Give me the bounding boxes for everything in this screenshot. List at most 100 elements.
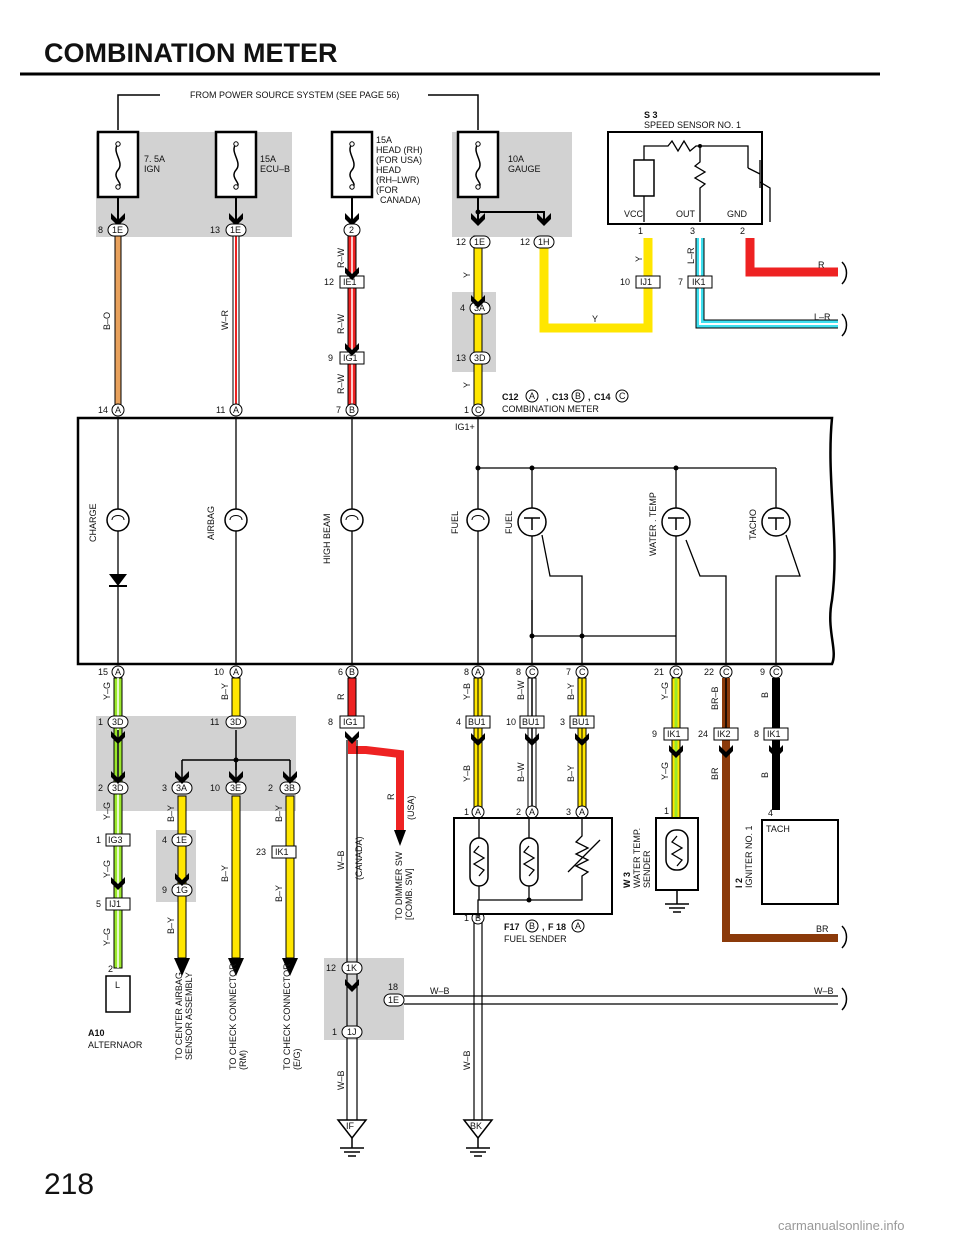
speed-sensor-name: SPEED SENSOR NO. 1 bbox=[644, 120, 741, 130]
svg-text:C: C bbox=[723, 667, 730, 677]
svg-text:BU1: BU1 bbox=[468, 717, 486, 727]
wire-label: L–R bbox=[686, 247, 696, 264]
svg-text:Y–G: Y–G bbox=[102, 802, 112, 820]
svg-text:F17: F17 bbox=[504, 922, 520, 932]
svg-text:7: 7 bbox=[566, 667, 571, 677]
water-temp-l1: WATER TEMP. bbox=[632, 828, 642, 888]
wire-l-r bbox=[699, 238, 838, 325]
svg-text:IG3: IG3 bbox=[108, 835, 123, 845]
sensor-gnd: GND bbox=[727, 209, 748, 219]
svg-text:2: 2 bbox=[268, 783, 273, 793]
svg-text:B–Y: B–Y bbox=[566, 765, 576, 782]
wire-label: R–W bbox=[336, 373, 346, 394]
ground-if: IF bbox=[336, 1119, 368, 1157]
svg-text:8: 8 bbox=[98, 225, 103, 235]
svg-text:22: 22 bbox=[704, 667, 714, 677]
svg-text:,: , bbox=[542, 922, 545, 932]
svg-text:B–Y: B–Y bbox=[220, 865, 230, 882]
svg-text:B: B bbox=[349, 405, 355, 415]
gauge-label: CHARGE bbox=[88, 503, 98, 542]
svg-text:11: 11 bbox=[216, 405, 225, 415]
fuse-ecu-b bbox=[214, 130, 258, 199]
shaded-junction-block bbox=[96, 716, 296, 811]
fuse-head-l1: HEAD (RH) bbox=[376, 145, 423, 155]
svg-text:Y–G: Y–G bbox=[660, 762, 670, 780]
svg-text:18: 18 bbox=[388, 982, 398, 992]
svg-text:(USA): (USA) bbox=[406, 795, 416, 820]
meter-bottom-pins: A15 A10 B6 A8 C8 C7 C21 C22 C9 bbox=[98, 665, 783, 679]
svg-text:9: 9 bbox=[760, 667, 765, 677]
svg-text:3D: 3D bbox=[112, 717, 124, 727]
connector-ik1-7: IK1 7 bbox=[678, 275, 713, 289]
svg-text:C: C bbox=[773, 667, 780, 677]
meter-ig1: IG1+ bbox=[455, 422, 475, 432]
igniter-term: TACH bbox=[766, 824, 790, 834]
wire-r-sensor bbox=[745, 238, 838, 277]
svg-text:1E: 1E bbox=[388, 995, 399, 1005]
svg-text:F 18: F 18 bbox=[548, 922, 566, 932]
svg-text:Y–B: Y–B bbox=[462, 765, 472, 782]
svg-text:A: A bbox=[529, 807, 535, 817]
connector-1e-12: 1E 12 bbox=[456, 235, 491, 249]
svg-text:B–W: B–W bbox=[516, 762, 526, 782]
meter-pin-11a: A11 bbox=[216, 403, 243, 417]
svg-text:3B: 3B bbox=[284, 783, 295, 793]
connector-2: 2 bbox=[343, 223, 361, 237]
svg-text:11: 11 bbox=[210, 717, 219, 727]
svg-text:3D: 3D bbox=[474, 353, 486, 363]
svg-text:C: C bbox=[673, 667, 680, 677]
svg-text:3: 3 bbox=[162, 783, 167, 793]
meter-internal-wiring bbox=[117, 418, 801, 664]
svg-text:10: 10 bbox=[620, 277, 630, 287]
fuse-gauge-amp: 10A bbox=[508, 154, 524, 164]
alternator-terminal bbox=[105, 975, 131, 1013]
fuse-head-l6: CANADA) bbox=[380, 195, 421, 205]
svg-text:3D: 3D bbox=[230, 717, 242, 727]
svg-text:9: 9 bbox=[328, 353, 333, 363]
connector-1e-13: 1E 13 bbox=[210, 223, 247, 237]
svg-text:10: 10 bbox=[214, 667, 224, 677]
svg-text:10: 10 bbox=[210, 783, 220, 793]
meter-pin-7b: B7 bbox=[336, 403, 359, 417]
svg-text:W–B: W–B bbox=[814, 986, 834, 996]
tacho-gauge bbox=[761, 507, 791, 537]
svg-text:B–Y: B–Y bbox=[166, 805, 176, 822]
svg-text:1: 1 bbox=[98, 717, 103, 727]
dest-dimmer: TO DIMMER SW bbox=[394, 851, 404, 920]
water-temp-gauge bbox=[661, 507, 691, 537]
svg-text:R: R bbox=[336, 693, 346, 700]
svg-text:C13: C13 bbox=[552, 392, 569, 402]
svg-text:1G: 1G bbox=[176, 885, 188, 895]
svg-text:B–Y: B–Y bbox=[566, 683, 576, 700]
fuse-head-l5: (FOR bbox=[376, 185, 398, 195]
fuse-gauge bbox=[456, 130, 500, 199]
sensor-pin: 1 bbox=[638, 226, 643, 236]
svg-text:BU1: BU1 bbox=[522, 717, 540, 727]
water-temp-code: W 3 bbox=[622, 872, 632, 888]
sensor-pin: 2 bbox=[740, 226, 745, 236]
svg-text:B: B bbox=[760, 692, 770, 698]
svg-text:1H: 1H bbox=[538, 237, 550, 247]
sensor-vcc: VCC bbox=[624, 209, 644, 219]
svg-text:,: , bbox=[588, 392, 591, 402]
svg-text:1K: 1K bbox=[346, 963, 357, 973]
svg-text:A: A bbox=[529, 391, 535, 401]
igniter-code: I 2 bbox=[734, 878, 744, 888]
svg-text:,: , bbox=[546, 392, 549, 402]
svg-text:IK1: IK1 bbox=[767, 729, 781, 739]
igniter-name: IGNITER NO. 1 bbox=[744, 825, 754, 888]
svg-text:BR: BR bbox=[816, 924, 829, 934]
svg-text:W–B: W–B bbox=[462, 1050, 472, 1070]
ground-bk: BK bbox=[462, 1119, 494, 1157]
svg-text:BR–B: BR–B bbox=[710, 686, 720, 710]
wire-label: B–O bbox=[102, 312, 112, 330]
svg-text:B–W: B–W bbox=[516, 680, 526, 700]
svg-text:2: 2 bbox=[516, 807, 521, 817]
wire-y bbox=[473, 235, 483, 409]
svg-text:W–B: W–B bbox=[336, 1070, 346, 1090]
fuel-sender-name: FUEL SENDER bbox=[504, 934, 567, 944]
svg-text:A: A bbox=[115, 667, 121, 677]
gauge-label: HIGH BEAM bbox=[322, 513, 332, 564]
svg-text:BK: BK bbox=[470, 1121, 482, 1131]
